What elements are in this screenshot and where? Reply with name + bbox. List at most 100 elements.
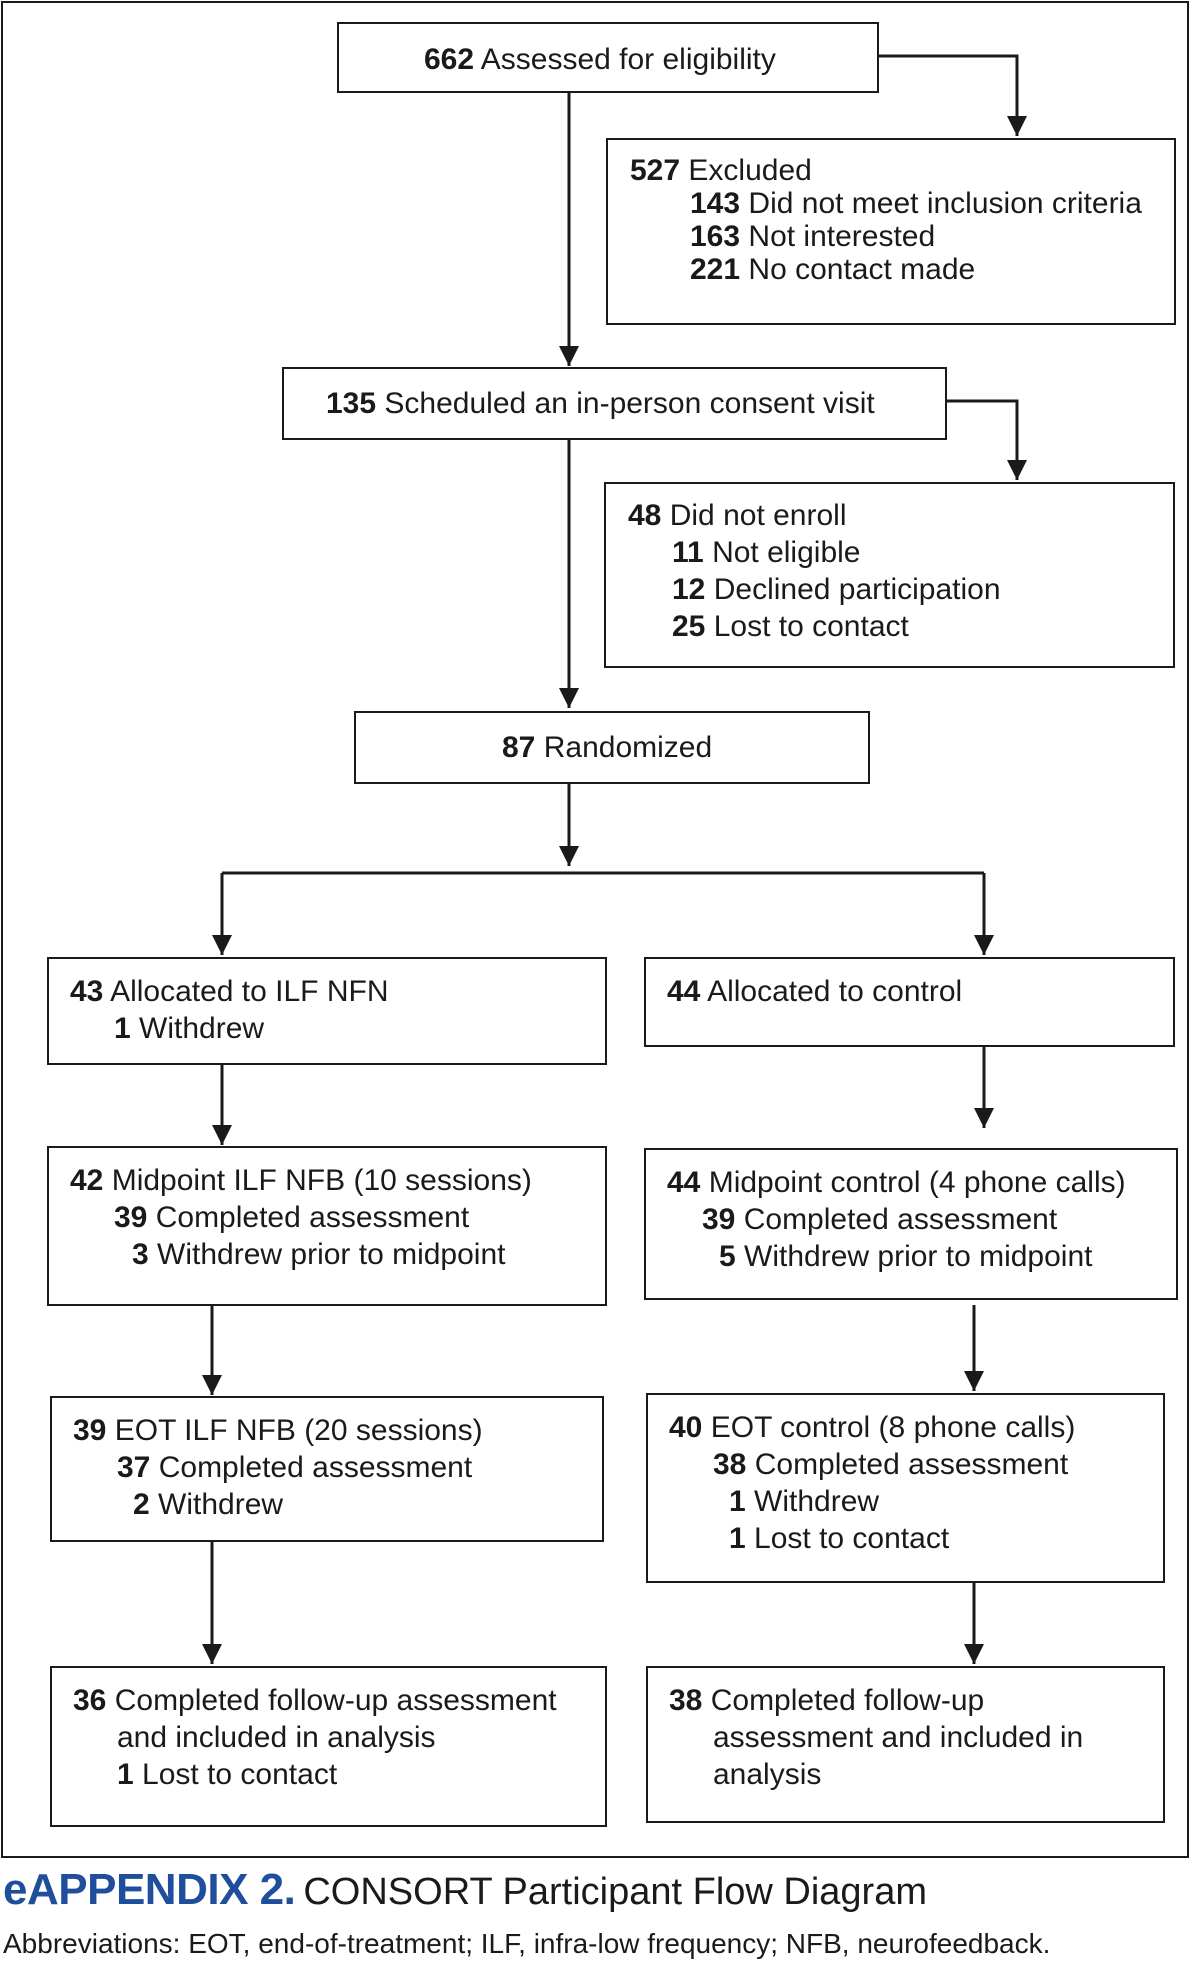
eot-ilf-line: 37 Completed assessment [73,1449,602,1486]
count-value: 2 [133,1488,150,1521]
fu-control-line: analysis [669,1756,1163,1793]
count-value: 3 [132,1238,149,1271]
mid-control-line: 5 Withdrew prior to midpoint [667,1238,1176,1275]
mid-control-line: 39 Completed assessment [667,1201,1176,1238]
scheduled-box: 135 Scheduled an in-person consent visit [282,367,947,440]
eot-control-line: 1 Withdrew [669,1483,1163,1520]
line-text: Not eligible [712,536,861,569]
excluded-line: 527 Excluded [630,154,1174,187]
line-text: Declined participation [713,573,1001,606]
eot-ilf-line: 2 Withdrew [73,1486,602,1523]
count-value: 1 [729,1485,746,1518]
line-text: Midpoint control (4 phone calls) [708,1166,1126,1199]
count-value: 1 [114,1012,131,1045]
count-value: 39 [114,1201,148,1234]
count-value: 43 [70,975,104,1008]
line-text: Allocated to control [707,975,963,1008]
eot-ilf-line: 39 EOT ILF NFB (20 sessions) [73,1412,602,1449]
line-text: Withdrew [139,1012,265,1045]
count-value: 135 [326,387,377,420]
count-value: 48 [628,499,662,532]
alloc-ilf-line: 1 Withdrew [70,1010,605,1047]
line-text: Did not meet inclusion criteria [748,187,1142,220]
line-text: Completed assessment [158,1451,473,1484]
count-value: 87 [502,731,536,764]
line-text: Midpoint ILF NFB (10 sessions) [111,1164,532,1197]
line-text: Withdrew prior to midpoint [744,1240,1093,1273]
line-text: Scheduled an in-person consent visit [384,387,875,420]
line-text: Allocated to ILF NFN [110,975,389,1008]
excluded-line: 163 Not interested [630,220,1174,253]
line-text: and included in analysis [117,1721,436,1754]
line-text: Did not enroll [669,499,847,532]
mid-ilf-line: 3 Withdrew prior to midpoint [70,1236,605,1273]
count-value: 37 [117,1451,151,1484]
line-text: Excluded [688,154,812,187]
line-text: Assessed for eligibility [480,43,776,76]
count-value: 163 [690,220,741,253]
line-text: Completed follow-up [710,1684,985,1717]
alloc-ilf-line: 43 Allocated to ILF NFN [70,973,605,1010]
count-value: 42 [70,1164,104,1197]
line-text: Completed follow-up assessment [114,1684,557,1717]
fu-ilf-line: and included in analysis [73,1719,605,1756]
alloc-control-line: 44 Allocated to control [667,973,1173,1010]
line-text: Completed assessment [155,1201,470,1234]
mid-ilf-line: 42 Midpoint ILF NFB (10 sessions) [70,1162,605,1199]
count-value: 39 [702,1203,736,1236]
arrow-scheduled-to-not-enrolled [946,399,1027,480]
line-text: analysis [713,1758,822,1791]
figure-caption: eAPPENDIX 2.CONSORT Participant Flow Dia… [3,1865,927,1915]
fu-ilf-line: 36 Completed follow-up assessment [73,1682,605,1719]
count-value: 12 [672,573,706,606]
assessed-box: 662 Assessed for eligibility [337,22,879,93]
line-text: Randomized [543,731,713,764]
count-value: 221 [690,253,741,286]
randomized-box: 87 Randomized [354,711,870,784]
eot-control-line: 38 Completed assessment [669,1446,1163,1483]
line-text: Withdrew [754,1485,880,1518]
not-enrolled-line: 11 Not eligible [628,534,1173,571]
excluded-line: 221 No contact made [630,253,1174,286]
mid-control-box: 44 Midpoint control (4 phone calls)39 Co… [644,1148,1178,1300]
line-text: Lost to contact [713,610,909,643]
abbreviations-note: Abbreviations: EOT, end-of-treatment; IL… [3,1928,1051,1959]
diagram-frame [1,1,1189,1858]
line-text: Withdrew [158,1488,284,1521]
line-text: Withdrew prior to midpoint [157,1238,506,1271]
line-text: Lost to contact [142,1758,338,1791]
eot-control-line: 1 Lost to contact [669,1520,1163,1557]
fu-control-line: 38 Completed follow-up [669,1682,1163,1719]
eot-control-line: 40 EOT control (8 phone calls) [669,1409,1163,1446]
mid-ilf-line: 39 Completed assessment [70,1199,605,1236]
count-value: 662 [424,43,475,76]
caption-title: CONSORT Participant Flow Diagram [303,1871,928,1913]
alloc-control-box: 44 Allocated to control [644,957,1175,1047]
line-text: Completed assessment [743,1203,1058,1236]
count-value: 44 [667,975,701,1008]
arrow-assessed-to-excluded [877,54,1027,136]
fu-control-line: assessment and included in [669,1719,1163,1756]
count-value: 25 [672,610,706,643]
count-value: 38 [669,1684,703,1717]
randomized-line: 87 Randomized [502,729,868,766]
assessed-line: 662 Assessed for eligibility [424,41,877,78]
count-value: 143 [690,187,741,220]
count-value: 1 [117,1758,134,1791]
not-enrolled-line: 12 Declined participation [628,571,1173,608]
mid-control-line: 44 Midpoint control (4 phone calls) [667,1164,1176,1201]
count-value: 38 [713,1448,747,1481]
excluded-line: 143 Did not meet inclusion criteria [630,187,1174,220]
line-text: Completed assessment [754,1448,1069,1481]
line-text: assessment and included in [713,1721,1084,1754]
not-enrolled-line: 25 Lost to contact [628,608,1173,645]
count-value: 1 [729,1522,746,1555]
mid-ilf-box: 42 Midpoint ILF NFB (10 sessions)39 Comp… [47,1146,607,1306]
count-value: 5 [719,1240,736,1273]
